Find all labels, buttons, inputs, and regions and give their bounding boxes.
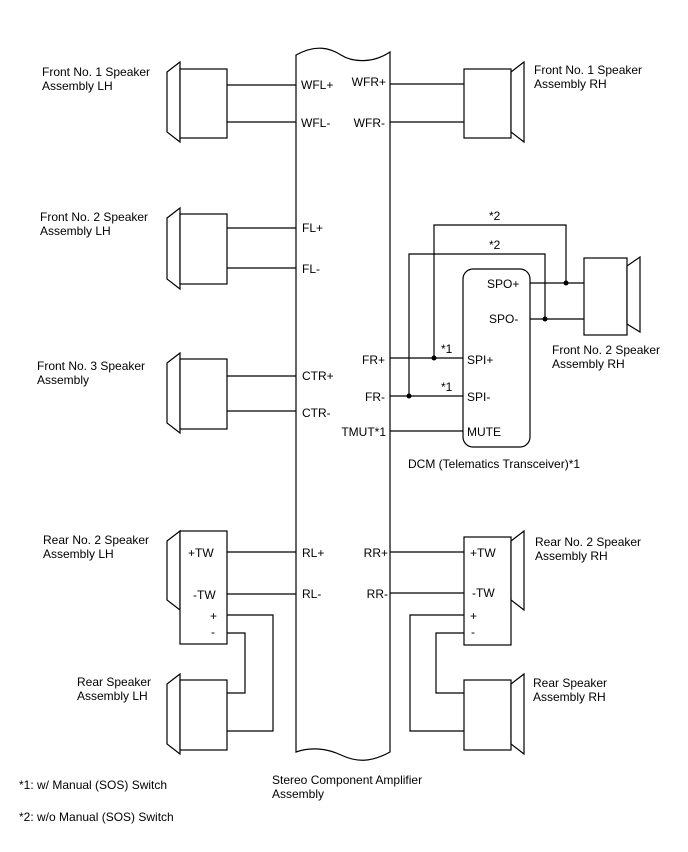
speaker-body-icon [179, 213, 228, 285]
pin-fl-minus: FL- [302, 262, 320, 276]
pin-rr-minus: RR- [367, 587, 388, 601]
pin-rl-minus: RL- [302, 587, 321, 601]
pin-fl-plus: FL+ [302, 221, 323, 235]
speaker-body-icon [179, 679, 228, 751]
pin-wfr-plus: WFR+ [352, 75, 386, 89]
front2-rh-speaker [583, 255, 641, 336]
front2-rh-label-1: Front No. 2 Speaker [552, 343, 660, 357]
pin-fr-minus: FR- [365, 390, 385, 404]
wire-rear-lh-plus [227, 614, 274, 732]
amplifier-outline [295, 47, 391, 761]
pin-ctr-plus: CTR+ [302, 369, 334, 383]
front1-rh-speaker [463, 60, 525, 144]
rear2-rh-pin-tw-plus: +TW [470, 546, 496, 560]
front1-rh-label-1: Front No. 1 Speaker [534, 63, 642, 77]
speaker-cone-icon [166, 672, 181, 756]
wire-bypass-minus [408, 253, 546, 396]
dcm-pin-spi-minus: SPI- [467, 390, 490, 404]
front1-lh-label-2: Assembly LH [42, 79, 113, 93]
speaker-body-icon [179, 68, 228, 139]
rear2-rh-pin-minus: - [471, 625, 475, 639]
pin-wfl-plus: WFL+ [301, 78, 333, 92]
rear2-lh-pin-minus: - [211, 625, 215, 639]
speaker-body-icon [583, 257, 628, 336]
speaker-cone-icon [510, 529, 525, 612]
rear2-rh-label-1: Rear No. 2 Speaker [535, 535, 641, 549]
junction-dot [406, 393, 412, 399]
rear2-rh-pin-tw-minus: -TW [472, 586, 495, 600]
mark-star1-a: *1 [441, 342, 453, 356]
rear-lh-speaker [166, 672, 228, 756]
rear-lh-label-2: Assembly LH [77, 689, 148, 703]
rear2-rh-label-2: Assembly RH [535, 549, 608, 563]
dcm-pin-spo-plus: SPO+ [487, 277, 519, 291]
rear2-rh-pin-plus: + [470, 609, 477, 623]
amplifier-label-1: Stereo Component Amplifier [272, 773, 422, 787]
pin-fr-plus: FR+ [362, 353, 385, 367]
wire-rear-rh-minus [435, 632, 464, 694]
rear-rh-speaker [463, 672, 525, 756]
pin-rl-plus: RL+ [302, 546, 324, 560]
pin-wfr-minus: WFR- [354, 116, 385, 130]
front2-lh-speaker [166, 206, 228, 291]
amplifier-label-2: Assembly [272, 787, 324, 801]
speaker-body-icon [179, 358, 228, 430]
rear2-lh-pin-tw-minus: -TW [193, 588, 216, 602]
rear2-lh-label-1: Rear No. 2 Speaker [43, 533, 149, 547]
speaker-body-icon [463, 68, 512, 139]
dcm-pin-mute: MUTE [467, 425, 501, 439]
front2-lh-label-2: Assembly LH [40, 224, 111, 238]
rear-rh-label-2: Assembly RH [533, 690, 606, 704]
pin-rr-plus: RR+ [364, 546, 388, 560]
pin-wfl-minus: WFL- [301, 116, 330, 130]
speaker-cone-icon [166, 206, 181, 291]
speaker-cone-icon [510, 60, 525, 144]
junction-dot [431, 355, 437, 361]
wire-bypass-plus [433, 224, 567, 358]
rear-rh-label-1: Rear Speaker [533, 676, 607, 690]
front2-rh-label-2: Assembly RH [552, 357, 625, 371]
front1-lh-label-1: Front No. 1 Speaker [42, 65, 150, 79]
speaker-body-icon [179, 530, 228, 645]
front3-label-2: Assembly [37, 373, 89, 387]
mark-star2-a: *2 [489, 209, 501, 223]
front1-rh-label-2: Assembly RH [534, 77, 607, 91]
wire-rear-lh-minus [227, 632, 246, 694]
speaker-cone-icon [166, 60, 181, 144]
front3-label-1: Front No. 3 Speaker [37, 359, 145, 373]
dcm-label: DCM (Telematics Transceiver)*1 [408, 457, 580, 471]
rear2-lh-pin-plus: + [210, 609, 217, 623]
dcm-pin-spi-plus: SPI+ [467, 353, 493, 367]
rear2-rh-speaker [463, 529, 525, 646]
rear-lh-label-1: Rear Speaker [77, 675, 151, 689]
mark-star1-b: *1 [441, 380, 453, 394]
note-star1: *1: w/ Manual (SOS) Switch [19, 778, 167, 792]
speaker-cone-icon [166, 351, 181, 435]
front2-lh-label-1: Front No. 2 Speaker [40, 210, 148, 224]
rear2-lh-pin-tw-plus: +TW [188, 546, 214, 560]
rear2-lh-label-2: Assembly LH [43, 547, 114, 561]
speaker-cone-icon [510, 672, 525, 756]
mark-star2-b: *2 [489, 238, 501, 252]
front1-lh-speaker [166, 60, 228, 144]
rear2-lh-speaker [166, 529, 228, 645]
speaker-body-icon [463, 679, 512, 751]
pin-tmut: TMUT*1 [341, 425, 386, 439]
note-star2: *2: w/o Manual (SOS) Switch [19, 810, 174, 824]
dcm-pin-spo-minus: SPO- [489, 312, 518, 326]
front3-speaker [166, 351, 228, 435]
wire-rear-rh-plus [409, 614, 464, 732]
pin-ctr-minus: CTR- [302, 406, 331, 420]
speaker-cone-icon [626, 255, 641, 334]
speaker-cone-icon [166, 529, 181, 612]
